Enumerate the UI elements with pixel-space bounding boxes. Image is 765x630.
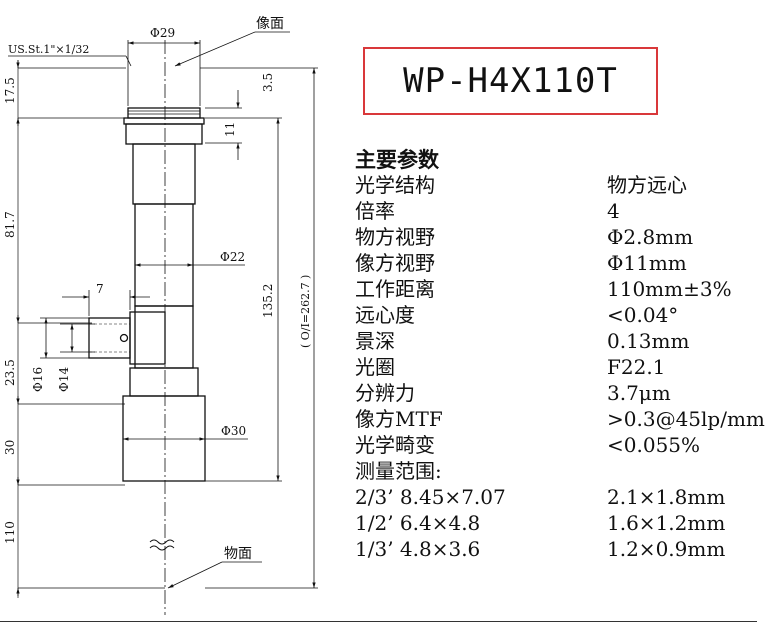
label-dim-17-5: 17.5 [3,77,17,104]
spec-row-value: 4 [607,199,620,223]
spec-row: 远心度 <0.04° [355,302,755,328]
spec-row: 像方MTF >0.3@45lp/mm [355,406,765,432]
label-dim-3-5: 3.5 [261,73,275,92]
label-d22: Φ22 [220,250,245,264]
model-title: WP-H4X110T [403,61,618,101]
range-row: 1/3’ 4.8×3.6 1.2×0.9mm [355,536,755,562]
label-dim-30: 30 [3,440,17,455]
spec-row-value: <0.055% [607,433,701,457]
label-mount: US.St.1"×1/32 [8,43,89,56]
range-row: 1/2’ 6.4×4.8 1.6×1.2mm [355,510,755,536]
spec-heading: 主要参数 [355,148,439,172]
label-object-plane: 物面 [224,546,252,562]
label-dim-81-7: 81.7 [3,211,17,238]
label-dim-11: 11 [223,122,237,137]
spec-row-key: 像方MTF [355,407,443,431]
label-d14: Φ14 [57,367,71,392]
spec-row-key: 景深 [355,329,395,353]
spec-row-value: >0.3@45lp/mm [607,407,765,431]
spec-row: 光学畸变 <0.055% [355,432,755,458]
spec-row-value: 3.7μm [607,381,671,405]
bottom-divider [0,621,757,622]
range-row-key: 2/3’ 8.45×7.07 [355,485,506,509]
spec-row: 分辨力 3.7μm [355,380,755,406]
spec-row-key: 倍率 [355,199,395,223]
label-dim-135-2: 135.2 [261,284,275,318]
spec-row: 工作距离 110mm±3% [355,276,755,302]
label-dim-oi: ( O/I=262.7 ) [299,275,312,348]
range-row-value: 1.2×0.9mm [607,537,726,561]
model-title-box: WP-H4X110T [363,47,658,115]
range-row-key: 1/2’ 6.4×4.8 [355,511,481,535]
range-row-value: 2.1×1.8mm [607,485,726,509]
spec-row-value: F22.1 [607,355,666,379]
spec-row-value: Φ11mm [607,251,687,275]
spec-row: 景深 0.13mm [355,328,755,354]
spec-row-key: 物方视野 [355,225,435,249]
spec-row-key: 工作距离 [355,277,435,301]
range-row: 2/3’ 8.45×7.07 2.1×1.8mm [355,484,755,510]
label-image-plane: 像面 [256,16,284,32]
spec-row: 光学结构 物方远心 [355,172,755,198]
spec-row-value: 物方远心 [607,173,687,197]
range-rows: 2/3’ 8.45×7.07 2.1×1.8mm 1/2’ 6.4×4.8 1.6×1… [355,484,755,562]
spec-row: 光圈 F22.1 [355,354,755,380]
spec-row-value: <0.04° [607,303,679,327]
range-row-key: 1/3’ 4.8×3.6 [355,537,481,561]
label-dim-7: 7 [96,282,104,296]
spec-row: 物方视野 Φ2.8mm [355,224,755,250]
label-dim-110: 110 [3,521,17,544]
lens-drawing: 像面 US.St.1"×1/32 Φ29 Φ22 Φ30 7 物面 17.5 8… [3,16,318,615]
spec-row-value: 110mm±3% [607,277,732,301]
label-d30: Φ30 [221,424,246,438]
label-d16: Φ16 [31,367,45,392]
spec-row-key: 光圈 [355,355,395,379]
spec-row-value: Φ2.8mm [607,225,694,249]
spec-row-key: 远心度 [355,303,415,327]
range-row-value: 1.6×1.2mm [607,511,726,535]
lens-body [88,107,206,482]
spec-panel: 主要参数 光学结构 物方远心倍率 4 物方视野 Φ2.8mm 像方视野 Φ11mm 工作距离 1… [355,148,765,562]
spec-row-key: 光学结构 [355,173,435,197]
spec-row-key: 像方视野 [355,251,435,275]
range-heading: 测量范围: [355,459,442,483]
label-d29: Φ29 [150,26,175,40]
spec-row: 像方视野 Φ11mm [355,250,755,276]
spec-rows: 光学结构 物方远心倍率 4 物方视野 Φ2.8mm 像方视野 Φ11mm 工作距离 110mm±… [355,172,765,458]
spec-row: 倍率 4 [355,198,755,224]
spec-row-key: 光学畸变 [355,433,435,457]
spec-row-key: 分辨力 [355,381,415,405]
spec-row-value: 0.13mm [607,329,690,353]
label-dim-23-5: 23.5 [3,359,17,386]
